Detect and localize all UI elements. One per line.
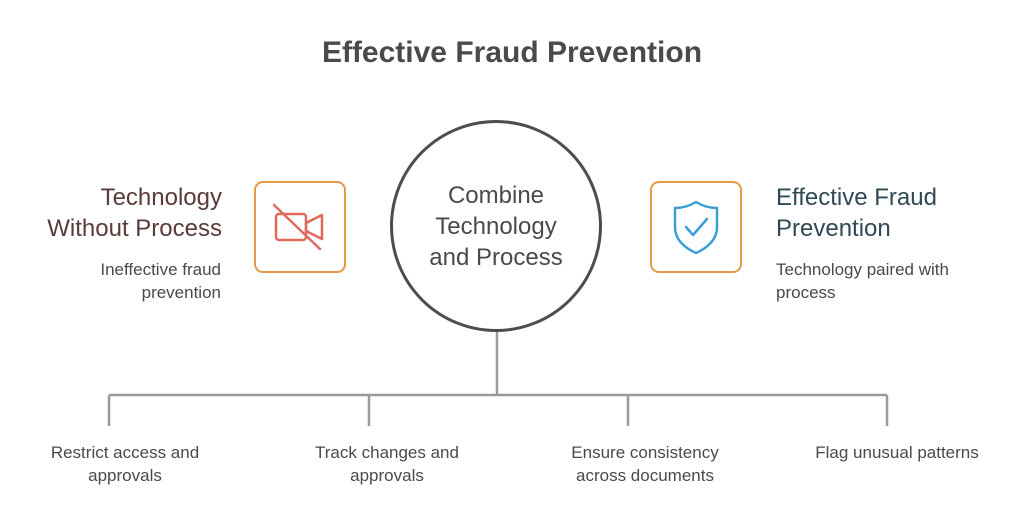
video-off-icon — [272, 203, 324, 251]
left-heading: Technology Without Process — [47, 184, 222, 242]
leaf-restrict-access: Restrict access and approvals — [50, 443, 200, 485]
left-description: Ineffective fraud prevention — [100, 260, 221, 302]
leaf-flag-patterns: Flag unusual patterns — [815, 443, 979, 462]
right-description: Technology paired with process — [776, 260, 949, 302]
leaf-track-changes: Track changes and approvals — [315, 443, 459, 485]
leaf-ensure-consistency: Ensure consistency across documents — [571, 443, 719, 485]
left-icon-box — [254, 181, 346, 273]
center-label: Combine Technology and Process — [429, 181, 563, 271]
right-heading: Effective Fraud Prevention — [776, 184, 937, 242]
right-icon-box — [650, 181, 742, 273]
shield-check-icon — [673, 200, 719, 255]
center-node: Combine Technology and Process — [390, 120, 602, 332]
diagram-title: Effective Fraud Prevention — [321, 36, 703, 69]
